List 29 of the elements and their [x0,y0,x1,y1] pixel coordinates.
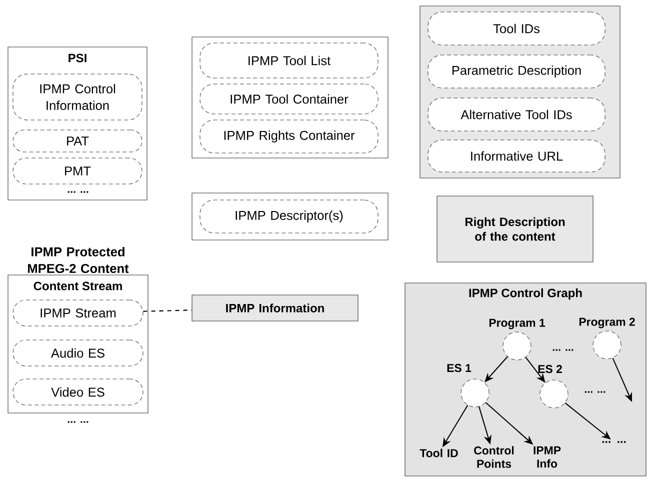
shaded-box: Right Description of the content [436,196,594,262]
rounded-box: Alternative Tool IDs [428,98,606,132]
ellipsis-text: ... ... [584,391,606,393]
rounded-box: Informative URL [428,140,606,172]
rounded-box: IPMP Rights Container [200,120,378,154]
rounded-box: PMT [12,158,142,184]
node-label: Program 2 [579,318,635,328]
rounded-box: Tool IDs [428,12,606,46]
node-label: ES 2 [538,364,562,374]
rounded-box: IPMP Descriptor(s) [200,200,378,234]
connector-line [143,310,192,312]
node-label: IPMP Protected MPEG-2 Content [28,246,129,274]
shaded-box: IPMP Information [192,294,358,322]
rounded-box: Parametric Description [428,54,606,88]
node-label: ES 1 [447,364,472,372]
rounded-box: IPMP Tool Container [200,84,378,114]
rounded-box: PAT [12,130,142,152]
node-label: Program 1 [489,318,546,330]
rounded-box: Video ES [12,378,144,406]
graph-label: Control Points [474,446,514,468]
graph-label: Tool ID [420,448,458,458]
graph-label: IPMP Info [534,446,561,468]
rounded-box: IPMP Stream [12,300,144,326]
ellipsis-text: ... ... [552,349,574,351]
rounded-box: IPMP Tool List [200,42,378,78]
rounded-box: IPMP Control Information [12,74,142,120]
ellipsis-text: ... ... [68,421,88,423]
graph-label: ... ... [602,441,626,443]
rounded-box: Audio ES [12,340,144,366]
